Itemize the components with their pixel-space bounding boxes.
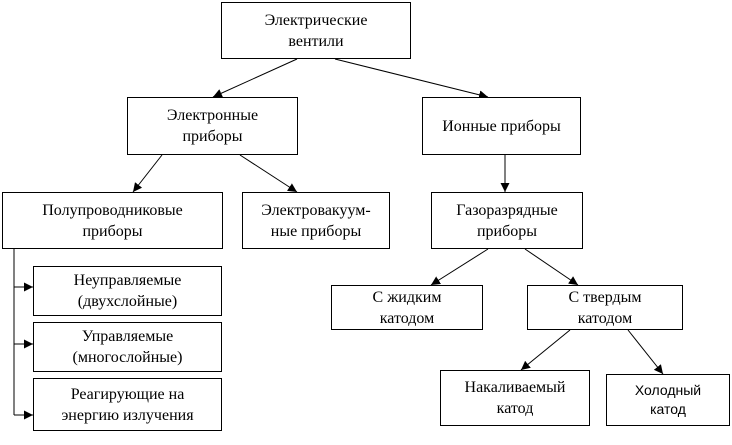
edge-root-ionic [334,58,489,100]
node-electronic-devices: Электронные приборы [127,97,298,155]
node-controlled: Управляемые (многослойные) [33,322,222,372]
node-electric-valves: Электрические вентили [221,2,411,59]
node-solid-cathode: С твердым катодом [527,285,683,330]
node-liquid-cathode: С жидким катодом [331,285,483,330]
edge-electronic-vacuum [239,154,298,193]
node-heated-cathode: Накаливаемый катод [440,370,590,426]
edge-gas-solid [524,248,579,286]
edge-electronic-semiconductor [132,154,163,193]
node-semiconductor-devices: Полупроводниковые приборы [2,192,223,249]
edge-solid-heated [520,329,571,371]
node-vacuum-devices: Электровакуум- ные приборы [242,192,390,249]
node-gas-discharge-devices: Газоразрядные приборы [431,192,583,249]
node-cold-cathode: Холодный катод [606,374,730,426]
node-radiation-sensitive: Реагирующие на энергию излучения [33,378,222,431]
edge-solid-cold [627,329,664,375]
edge-gas-liquid [430,248,489,286]
node-ionic-devices: Ионные приборы [422,97,581,155]
edge-root-electronic [212,58,298,98]
node-uncontrolled: Неуправляемые (двухслойные) [33,266,222,316]
